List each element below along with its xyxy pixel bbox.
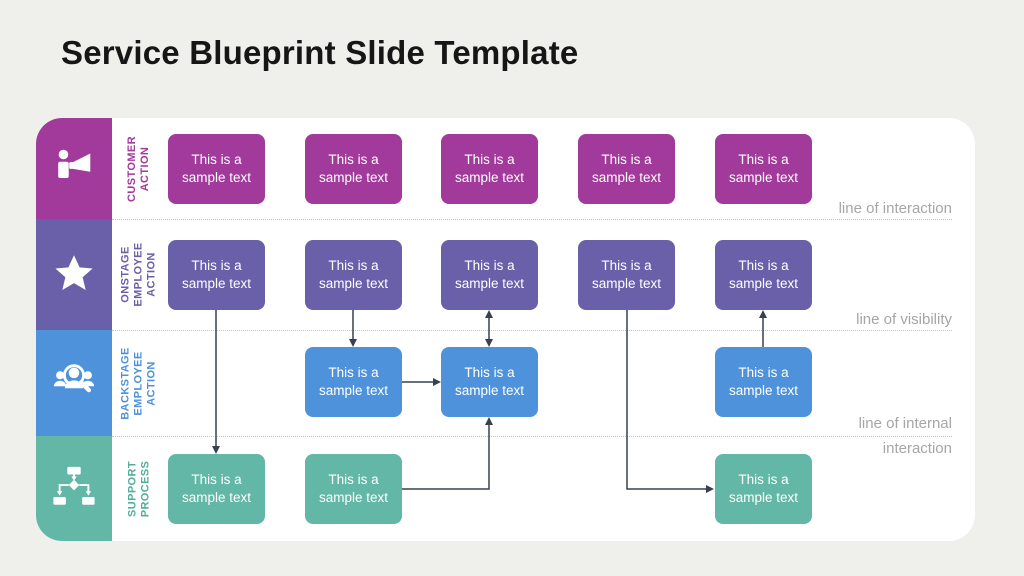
sample-text-box[interactable]: This is a sample text [441,347,538,417]
sample-text-box[interactable]: This is a sample text [305,347,402,417]
megaphone-icon [51,143,97,194]
sample-text-box[interactable]: This is a sample text [441,240,538,310]
org-chart-icon [51,463,97,514]
sample-text-box[interactable]: This is a sample text [715,347,812,417]
line-of-visibility-label: line of visibility [856,311,952,328]
row-label-onstage-employee-action: ONSTAGE EMPLOYEE ACTION [119,242,158,307]
sample-text-box[interactable]: This is a sample text [578,134,675,204]
sample-text-box[interactable]: This is a sample text [305,240,402,310]
sample-text-box[interactable]: This is a sample text [441,134,538,204]
row-label-customer-action: CUSTOMER ACTION [126,135,152,202]
sample-text-box[interactable]: This is a sample text [168,240,265,310]
sidebar-block-onstage [36,219,112,330]
sample-text-box[interactable]: This is a sample text [305,134,402,204]
line-of-interaction-divider [112,219,952,220]
slide-title: Service Blueprint Slide Template [61,34,579,71]
line-of-internal-interaction-divider [112,436,952,437]
row-label-backstage-employee-action: BACKSTAGE EMPLOYEE ACTION [119,346,158,420]
sample-text-box[interactable]: This is a sample text [715,240,812,310]
sample-text-box[interactable]: This is a sample text [578,240,675,310]
line-of-visibility-divider [112,330,952,331]
sidebar-block-support [36,436,112,541]
sample-text-box[interactable]: This is a sample text [168,454,265,524]
row-label-support-process: SUPPORT PROCESS [126,460,151,517]
sidebar-block-customer [36,118,112,219]
team-search-icon [51,358,97,409]
line-of-interaction-label: line of interaction [838,200,952,217]
star-icon [51,249,97,300]
sample-text-box[interactable]: This is a sample text [305,454,402,524]
sample-text-box[interactable]: This is a sample text [715,454,812,524]
sample-text-box[interactable]: This is a sample text [168,134,265,204]
sidebar-block-backstage [36,330,112,436]
sample-text-box[interactable]: This is a sample text [715,134,812,204]
line-of-internal-interaction-label: line of internal interaction [858,415,952,457]
